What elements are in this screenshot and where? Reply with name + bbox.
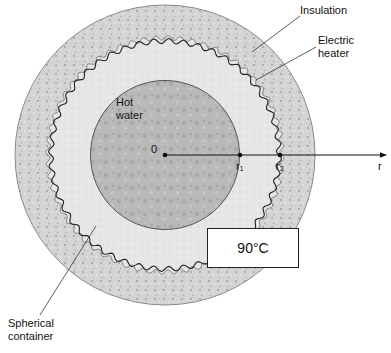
leader-line [40, 226, 96, 315]
node-text: 90°C [216, 240, 290, 256]
radius-label: r₂ [276, 160, 284, 173]
temperature-box: 90°C [207, 228, 299, 268]
axis-label: r [378, 160, 382, 173]
node-text: Hot water [116, 96, 160, 121]
radius-axis [165, 155, 386, 156]
r1-point [238, 153, 243, 158]
origin-label: 0 [151, 143, 157, 156]
part-label: Electric heater [318, 34, 374, 59]
center-point [163, 153, 168, 158]
leader-line [252, 16, 300, 52]
r2-point [278, 153, 283, 158]
leader-line [256, 47, 316, 80]
part-label: Spherical container [8, 317, 70, 342]
radius-label: r₁ [236, 160, 243, 173]
part-label: Insulation [300, 4, 347, 17]
